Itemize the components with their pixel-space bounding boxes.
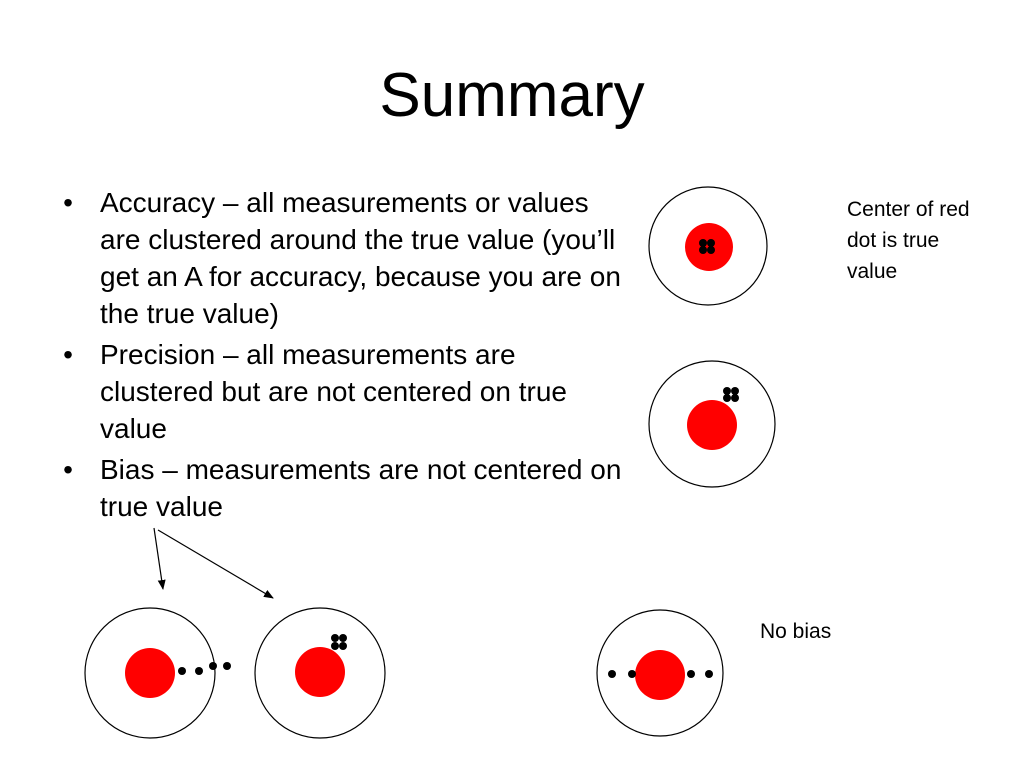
bias-arrow-right	[157, 529, 274, 599]
measurement-dot	[723, 394, 731, 402]
bias-arrow-left	[153, 527, 166, 590]
measurement-dot	[195, 667, 203, 675]
accuracy-target	[648, 186, 768, 306]
bias-target-horizontal	[84, 607, 231, 739]
bullet-marker: •	[63, 339, 73, 370]
bullet-accuracy: • Accuracy – all measurements or values …	[58, 184, 628, 332]
bullet-bias-text: Bias – measurements are not centered on …	[100, 454, 622, 522]
measurement-dot	[339, 642, 347, 650]
measurement-dot	[699, 246, 707, 254]
measurement-dot	[223, 662, 231, 670]
true-value-dot	[295, 647, 345, 697]
bullet-list: • Accuracy – all measurements or values …	[58, 184, 628, 529]
measurement-dot	[731, 394, 739, 402]
true-value-dot	[125, 648, 175, 698]
measurement-dot	[699, 239, 707, 247]
measurement-dot	[705, 670, 713, 678]
true-value-dot	[687, 400, 737, 450]
bullet-precision: • Precision – all measurements are clust…	[58, 336, 628, 447]
bullet-precision-text: Precision – all measurements are cluster…	[100, 339, 567, 444]
measurement-dot	[178, 667, 186, 675]
bullet-bias: • Bias – measurements are not centered o…	[58, 451, 628, 525]
true-value-dot	[635, 650, 685, 700]
measurement-dot	[707, 246, 715, 254]
true-value-note: Center of red dot is true value	[847, 198, 970, 283]
measurement-dot	[731, 387, 739, 395]
measurement-dot	[628, 670, 636, 678]
measurement-dot	[339, 634, 347, 642]
no-bias-label: No bias	[760, 620, 832, 643]
bullet-marker: •	[63, 187, 73, 218]
measurement-dot	[608, 670, 616, 678]
measurement-dot	[723, 387, 731, 395]
slide-title: Summary	[379, 61, 645, 130]
measurement-dot	[687, 670, 695, 678]
measurement-dot	[209, 662, 217, 670]
bullet-marker: •	[63, 454, 73, 485]
measurement-dot	[331, 634, 339, 642]
bias-target-cluster	[254, 607, 386, 739]
measurement-dot	[331, 642, 339, 650]
no-bias-target	[596, 609, 724, 737]
bullet-accuracy-text: Accuracy – all measurements or values ar…	[100, 187, 621, 329]
measurement-dot	[707, 239, 715, 247]
precision-target	[648, 360, 776, 488]
